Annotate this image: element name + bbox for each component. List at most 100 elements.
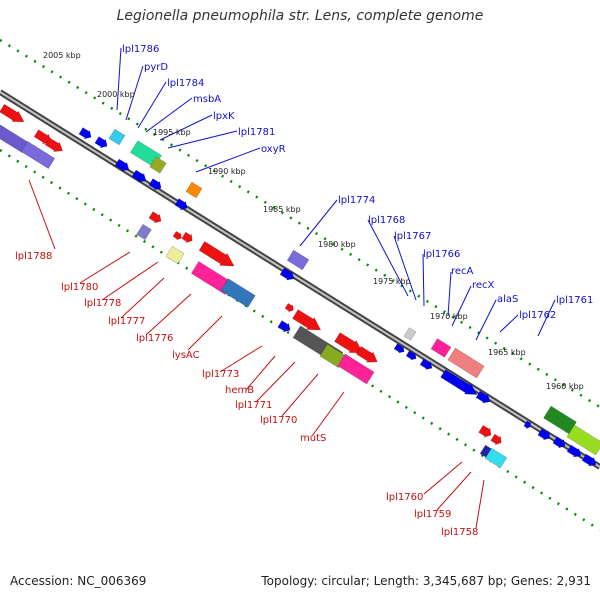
gene-label-lpl1771[interactable]: lpl1771: [235, 400, 272, 411]
gene-block[interactable]: [20, 141, 56, 169]
gene-rect-shape: [165, 245, 185, 265]
gene-block[interactable]: [475, 390, 492, 406]
gene-block[interactable]: [279, 267, 296, 283]
gene-label-recX[interactable]: recX: [472, 280, 495, 291]
gene-label-lpl1778[interactable]: lpl1778: [84, 298, 121, 309]
gene-rect-shape: [403, 327, 417, 341]
gene-block[interactable]: [478, 424, 494, 440]
gene-block[interactable]: [334, 331, 367, 359]
gene-arrow-shape: [537, 428, 551, 441]
kbp-marker: 1975 kbp: [373, 277, 411, 286]
gene-label-lpl1788[interactable]: lpl1788: [15, 251, 52, 262]
gene-label-lpl1759[interactable]: lpl1759: [414, 509, 451, 520]
gene-label-lpxK[interactable]: lpxK: [213, 111, 235, 122]
gene-label-hemB[interactable]: hemB: [225, 385, 254, 396]
gene-label-lpl1781[interactable]: lpl1781: [238, 127, 275, 138]
kbp-marker: 1995 kbp: [153, 128, 191, 137]
gene-block[interactable]: [172, 230, 183, 241]
gene-label-oxyR[interactable]: oxyR: [261, 144, 286, 155]
gene-block[interactable]: [490, 433, 504, 447]
gene-rect-shape: [136, 223, 152, 241]
gene-block[interactable]: [220, 278, 256, 308]
gene-block[interactable]: [566, 444, 583, 460]
gene-block[interactable]: [277, 320, 292, 335]
gene-block[interactable]: [355, 345, 380, 367]
gene-block[interactable]: [430, 338, 452, 358]
gene-label-lpl1762[interactable]: lpl1762: [519, 310, 556, 321]
gene-block[interactable]: [393, 343, 407, 355]
gene-block[interactable]: [523, 420, 532, 430]
gene-block[interactable]: [566, 424, 600, 456]
gene-label-lpl1760[interactable]: lpl1760: [386, 492, 423, 503]
callout-line: [146, 293, 192, 335]
callout-line: [447, 271, 452, 317]
gene-label-lpl1776[interactable]: lpl1776: [136, 333, 173, 344]
gene-label-lpl1767[interactable]: lpl1767: [394, 231, 431, 242]
gene-label-lpl1761[interactable]: lpl1761: [556, 295, 593, 306]
gene-label-recA[interactable]: recA: [451, 266, 474, 277]
gene-block[interactable]: [419, 358, 435, 372]
callout-line: [451, 285, 472, 327]
kbp-marker: 1985 kbp: [263, 205, 301, 214]
gene-block[interactable]: [284, 302, 295, 313]
gene-arrow-shape: [174, 198, 188, 211]
gene-arrow-shape: [279, 267, 295, 281]
gene-block[interactable]: [185, 181, 203, 199]
gene-block[interactable]: [181, 231, 195, 245]
gene-block[interactable]: [78, 127, 93, 142]
callout-line: [167, 130, 238, 149]
gene-arrow-shape: [172, 230, 182, 241]
gene-rect-shape: [566, 424, 600, 456]
gene-label-lpl1758[interactable]: lpl1758: [441, 527, 478, 538]
gene-block[interactable]: [292, 308, 325, 336]
gene-label-alaS[interactable]: alaS: [497, 294, 518, 305]
gene-block[interactable]: [148, 178, 163, 193]
gene-block[interactable]: [286, 249, 310, 271]
gene-block[interactable]: [581, 453, 598, 469]
gene-label-lpl1786[interactable]: lpl1786: [122, 44, 159, 55]
gene-arrow-shape: [393, 343, 405, 354]
gene-block[interactable]: [174, 198, 189, 213]
gene-block[interactable]: [136, 223, 152, 241]
gene-block[interactable]: [337, 353, 375, 385]
gene-arrow-shape: [277, 320, 291, 333]
gene-block[interactable]: [405, 350, 419, 362]
gene-block[interactable]: [484, 447, 508, 469]
gene-block[interactable]: [403, 327, 417, 341]
callout-line: [255, 361, 296, 403]
gene-block[interactable]: [114, 158, 131, 174]
gene-block[interactable]: [131, 169, 148, 185]
gene-block[interactable]: [198, 240, 238, 272]
gene-label-lpl1768[interactable]: lpl1768: [368, 215, 405, 226]
gene-block[interactable]: [44, 137, 65, 156]
gene-label-lysAC[interactable]: lysAC: [172, 350, 200, 361]
gene-arrow-shape: [566, 444, 582, 458]
gene-label-lpl1784[interactable]: lpl1784: [167, 78, 204, 89]
gene-block[interactable]: [447, 347, 485, 379]
gene-label-lpl1773[interactable]: lpl1773: [202, 369, 239, 380]
gene-label-msbA[interactable]: msbA: [193, 94, 221, 105]
gene-label-mutS[interactable]: mutS: [300, 433, 326, 444]
gene-label-lpl1774[interactable]: lpl1774: [338, 195, 375, 206]
gene-label-lpl1777[interactable]: lpl1777: [108, 316, 145, 327]
gene-block[interactable]: [552, 436, 567, 451]
gene-rect-shape: [430, 338, 452, 358]
gene-block[interactable]: [148, 211, 163, 226]
callout-line: [537, 299, 556, 337]
gene-block[interactable]: [440, 368, 480, 399]
gene-block[interactable]: [165, 245, 185, 265]
gene-block[interactable]: [149, 156, 167, 174]
gene-label-lpl1770[interactable]: lpl1770: [260, 415, 297, 426]
gene-block[interactable]: [94, 136, 109, 151]
gene-block[interactable]: [108, 128, 126, 146]
gene-block[interactable]: [537, 428, 552, 443]
gene-arrow-shape: [0, 103, 25, 123]
callout-line: [367, 219, 409, 297]
gene-label-pyrD[interactable]: pyrD: [144, 62, 168, 73]
gene-block[interactable]: [0, 103, 27, 127]
gene-label-lpl1780[interactable]: lpl1780: [61, 282, 98, 293]
gene-arrow-shape: [490, 433, 502, 446]
gene-label-lpl1766[interactable]: lpl1766: [423, 249, 460, 260]
gene-arrow-shape: [284, 302, 294, 313]
